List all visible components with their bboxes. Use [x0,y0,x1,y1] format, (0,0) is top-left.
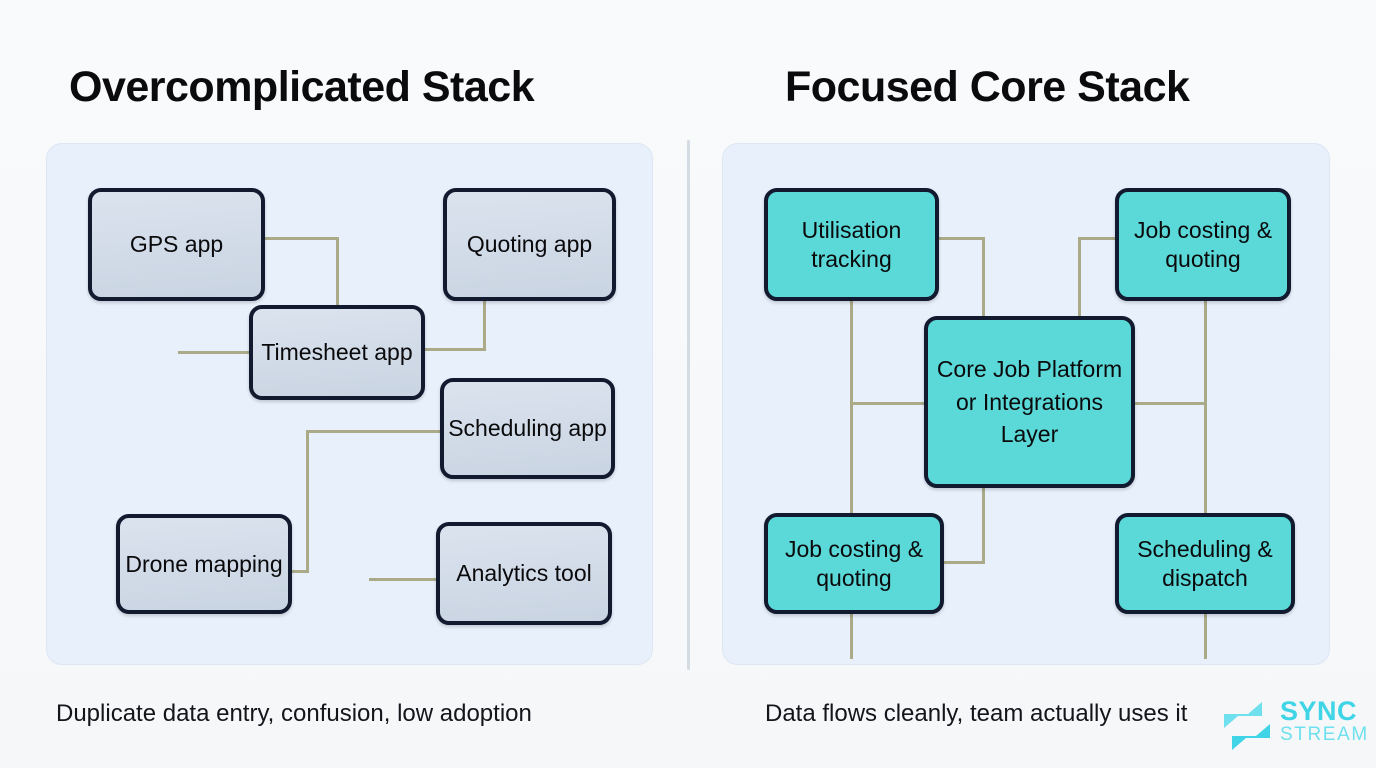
connector-gps-to-timesheet-v [336,237,339,305]
node-label: Quoting app [466,231,593,258]
node-label: Job costing & quoting [1133,217,1273,272]
node-label: Timesheet app [261,339,413,366]
node-label: Scheduling app [448,415,607,442]
connector-left-spine-to-core [850,402,928,405]
node-label: Analytics tool [456,560,592,587]
connector-gps-to-timesheet-h1 [263,237,339,240]
right-column-title: Focused Core Stack [785,63,1190,111]
left-column-title: Overcomplicated Stack [69,63,535,111]
node-label: Drone mapping [125,550,283,577]
connector-utilisation-elbow-v [982,237,985,320]
connector-quoting-down [483,291,486,351]
connector-scheduling-v [306,430,309,573]
node-timesheet-app[interactable]: Timesheet app [249,305,425,400]
node-label: Job costing & quoting [784,536,924,591]
connector-utilisation-elbow-h [938,237,985,240]
sync-stream-logo-icon [1224,702,1270,750]
brand-name-primary: SYNC [1280,696,1358,726]
node-label: GPS app [129,231,224,258]
node-label: Utilisation tracking [801,217,902,272]
connector-jobcosting-elbow-h [1078,237,1120,240]
node-drone-mapping[interactable]: Drone mapping [116,514,292,614]
node-label: Core Job Platform or Integrations Layer [936,356,1123,448]
connector-right-spine [1204,294,1207,659]
connector-analytics-h [369,578,437,581]
node-scheduling-app[interactable]: Scheduling app [440,378,615,479]
node-label: Scheduling & dispatch [1137,536,1273,591]
connector-quoting-to-timesheet-h [425,348,486,351]
node-utilisation-tracking[interactable]: Utilisation tracking [764,188,939,301]
connector-core-bottom-h [913,561,985,564]
node-job-costing-quoting-top[interactable]: Job costing & quoting [1115,188,1291,301]
node-job-costing-quoting-bottom[interactable]: Job costing & quoting [764,513,944,614]
node-scheduling-dispatch[interactable]: Scheduling & dispatch [1115,513,1295,614]
connector-left-stub-to-timesheet [178,351,250,354]
node-gps-app[interactable]: GPS app [88,188,265,301]
connector-jobcosting-elbow-v [1078,237,1081,320]
connector-drone-h [292,570,309,573]
node-quoting-app[interactable]: Quoting app [443,188,616,301]
right-diagram-panel: Utilisation tracking Job costing & quoti… [722,143,1330,665]
node-core-platform[interactable]: Core Job Platform or Integrations Layer [924,316,1135,488]
brand-name-secondary: STREAM [1280,724,1369,745]
node-analytics-tool[interactable]: Analytics tool [436,522,612,625]
connector-core-bottom-v [982,484,985,563]
connector-right-spine-to-core [1132,402,1207,405]
connector-left-spine [850,294,853,659]
brand-logo: SYNC STREAM [1218,694,1368,756]
connector-scheduling-h [306,430,440,433]
right-column-caption: Data flows cleanly, team actually uses i… [765,700,1188,727]
left-column-caption: Duplicate data entry, confusion, low ado… [56,700,532,727]
column-divider [687,140,690,670]
left-diagram-panel: GPS app Quoting app Timesheet app Schedu… [46,143,653,665]
